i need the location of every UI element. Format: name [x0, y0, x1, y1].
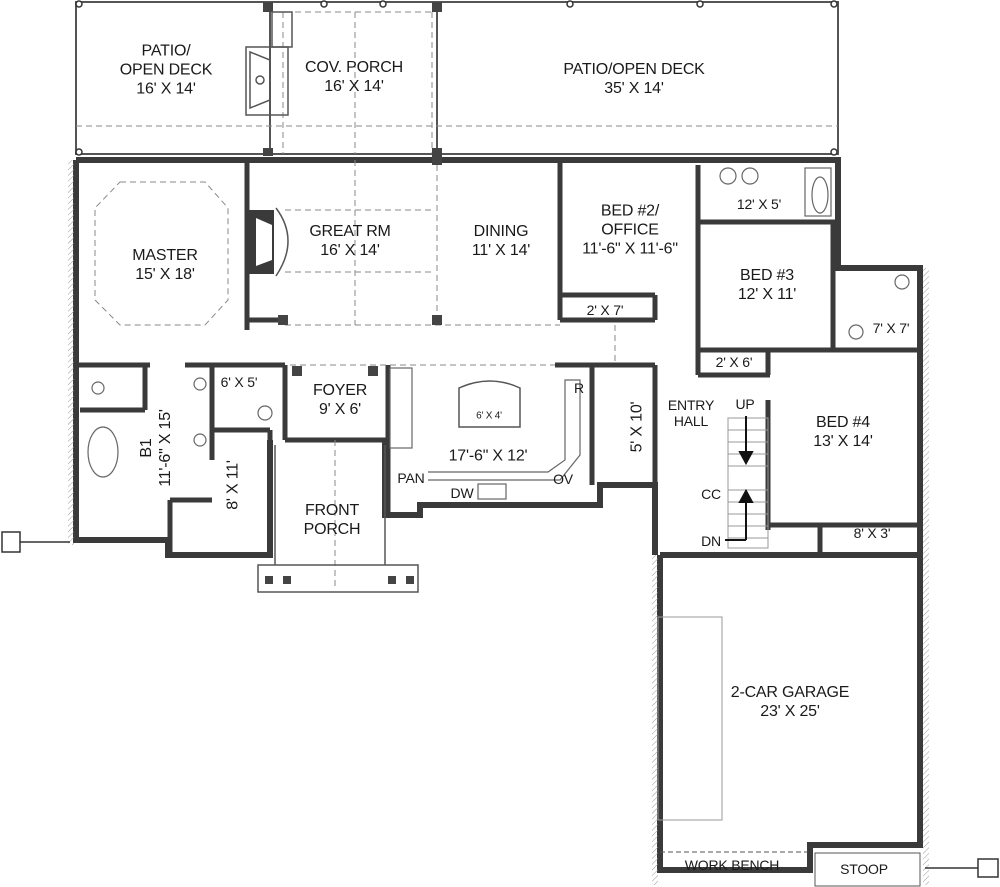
room-name: COV. PORCH: [305, 59, 403, 76]
columns: [278, 155, 442, 376]
room-name: ENTRY: [667, 397, 715, 413]
fixture-text: R: [574, 380, 584, 396]
room-name: STOOP: [840, 861, 888, 877]
room-name: BED #2/: [600, 202, 660, 220]
room-bed3: BED #3 12' X 11': [738, 266, 796, 304]
room-name: GREAT RM: [309, 223, 391, 240]
room-cov-porch: COV. PORCH 16' X 14': [305, 58, 403, 96]
room-name: PATIO/OPEN DECK: [563, 61, 705, 78]
refrigerator-label: R: [574, 380, 584, 396]
room-kitchen: 17'-6" X 12': [449, 447, 528, 466]
outdoor-fireplace-icon: [245, 11, 293, 116]
fixture-text: UP: [735, 396, 755, 412]
room-size: 6' X 4': [476, 410, 502, 422]
room-entry-hall: ENTRY HALL: [668, 397, 714, 429]
room-name: FOYER: [312, 382, 368, 399]
room-size: 16' X 14': [320, 242, 380, 259]
stairs: [727, 417, 769, 549]
room-laundry: 5' X 10': [628, 402, 647, 453]
exterior-hatch: [68, 160, 929, 885]
kitchen-island: [458, 380, 521, 428]
room-powder: 6' X 5': [221, 374, 258, 390]
fixture-text: PAN: [397, 470, 425, 486]
room-size: 35' X 14': [604, 80, 664, 97]
fixture-text: OV: [553, 471, 573, 487]
garage-door: [657, 616, 723, 821]
deck-dashes: [76, 11, 838, 154]
room-name: BED #4: [816, 414, 870, 431]
bath-fixtures: [87, 167, 910, 478]
fireplace-icon: [248, 207, 289, 277]
room-name: DINING: [473, 223, 529, 240]
fixture-text: DW: [450, 485, 474, 501]
room-size: 8' X 11': [224, 460, 242, 510]
room-name: B1: [138, 438, 155, 458]
room-closet-bed2: 2' X 7': [587, 302, 624, 318]
room-stoop: STOOP: [840, 861, 888, 877]
room-size: 5' X 10': [628, 401, 646, 453]
room-size: 2' X 6': [715, 354, 753, 370]
room-size: 23' X 25': [760, 703, 820, 720]
room-name-2: OFFICE: [601, 221, 659, 239]
stairs-arrows: [725, 416, 754, 541]
room-size: 13' X 14': [813, 433, 873, 450]
stairs-up-label: UP: [735, 396, 754, 412]
room-name: BED #3: [740, 267, 794, 284]
room-size: 6' X 5': [220, 374, 258, 390]
room-size: 2' X 7': [586, 302, 624, 318]
room-size: 17'-6" X 12': [448, 447, 528, 465]
room-name: FRONT: [304, 502, 360, 519]
room-patio-right: PATIO/OPEN DECK 35' X 14': [563, 60, 705, 98]
room-size: 7' X 7': [872, 320, 910, 336]
room-name-2: PORCH: [303, 521, 361, 538]
room-size: 12' X 11': [737, 286, 797, 303]
kitchen-island-size: 6' X 4': [476, 407, 502, 426]
room-name-2: HALL: [673, 413, 709, 429]
fixture-text: DN: [701, 533, 721, 549]
stoop: [814, 852, 921, 887]
room-size: 16' X 14': [324, 78, 384, 95]
room-foyer: FOYER 9' X 6': [313, 381, 367, 419]
fixture-text: CC: [701, 486, 721, 502]
room-size: 8' X 3': [853, 525, 891, 541]
room-name: MASTER: [132, 247, 198, 264]
room-size: 9' X 6': [318, 401, 362, 418]
room-bed2: BED #2/ OFFICE 11'-6" X 11'-6": [582, 202, 678, 259]
utility-connectors: [1, 531, 999, 878]
room-name-2: OPEN DECK: [119, 61, 213, 79]
room-name: PATIO/: [141, 42, 191, 60]
room-work-bench: WORK BENCH: [684, 857, 780, 873]
room-size: 11' X 14': [471, 242, 531, 259]
oven-label: OV: [553, 471, 573, 487]
room-master: MASTER 15' X 18': [132, 246, 198, 284]
front-porch-outline: [257, 445, 419, 593]
deck-posts: [263, 2, 442, 156]
room-master-bath: B1 11'-6" X 15': [137, 409, 175, 487]
dishwasher-label: DW: [451, 485, 474, 501]
room-size: 15' X 18': [135, 266, 195, 283]
coat-closet-label: CC: [701, 486, 721, 502]
room-bed4: BED #4 13' X 14': [813, 413, 873, 451]
room-size: 12' X 5': [736, 196, 782, 212]
room-front-porch: FRONT PORCH: [304, 501, 361, 539]
ceiling-dashes: [94, 160, 616, 590]
room-closet-bed3: 2' X 6': [716, 354, 753, 370]
room-size: 16' X 14': [136, 80, 196, 98]
room-size: 11'-6" X 11'-6": [582, 240, 678, 258]
room-patio-left: PATIO/ OPEN DECK 16' X 14': [119, 42, 213, 99]
room-name: WORK BENCH: [684, 857, 780, 873]
room-dining: DINING 11' X 14': [472, 222, 530, 260]
room-bath3: 7' X 7': [873, 320, 910, 336]
room-master-closet: 8' X 11': [224, 460, 243, 510]
pantry-label: PAN: [397, 470, 424, 486]
stairs-down-label: DN: [701, 533, 721, 549]
room-bath2: 12' X 5': [737, 196, 781, 212]
room-name: 2-CAR GARAGE: [730, 684, 850, 701]
room-garage: 2-CAR GARAGE 23' X 25': [731, 683, 850, 721]
interior-walls: [76, 160, 920, 555]
room-great-rm: GREAT RM 16' X 14': [309, 222, 391, 260]
room-closet-bed4: 8' X 3': [854, 525, 891, 541]
room-size: 11'-6" X 15': [157, 409, 174, 487]
